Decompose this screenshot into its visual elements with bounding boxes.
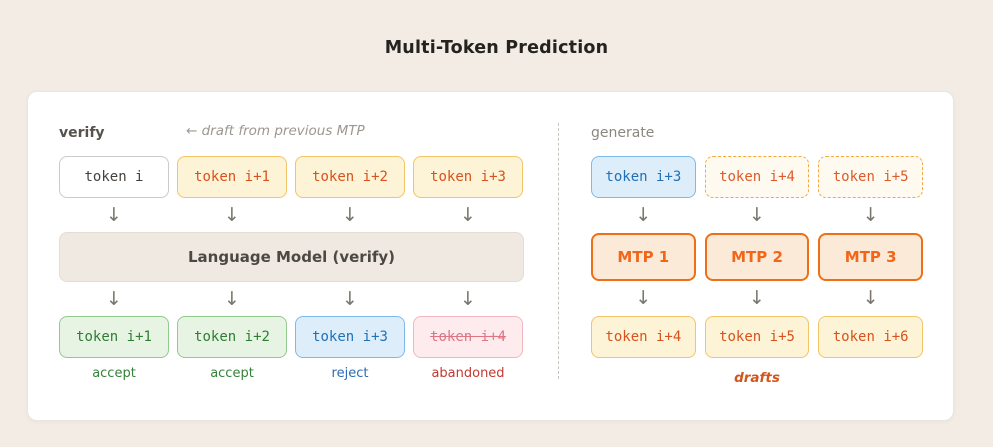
mtp-module-box: MTP 3 <box>818 233 924 281</box>
generate-output-row: token i+4 token i+5 token i+6 <box>591 316 924 358</box>
generate-section: generate token i+3 token i+4 token i+5 ↓… <box>591 122 924 386</box>
verify-arrow-row-top: ↓ ↓ ↓ ↓ <box>59 198 524 232</box>
verify-label: verify <box>59 125 105 141</box>
arrow-down-icon: ↓ <box>460 203 476 226</box>
token-box: token i+4 <box>704 156 810 198</box>
arrow-down-icon: ↓ <box>224 203 240 226</box>
verify-input-row: token i token i+1 token i+2 token i+3 <box>59 156 524 198</box>
arrow-down-icon: ↓ <box>460 287 476 310</box>
draft-annotation: ← draft from previous MTP <box>186 123 365 139</box>
arrow-down-icon: ↓ <box>862 204 879 226</box>
arrow-down-icon: ↓ <box>635 204 652 226</box>
token-box: token i <box>59 156 169 198</box>
generate-header: generate <box>591 122 923 141</box>
arrow-down-icon: ↓ <box>749 204 765 226</box>
result-label: abandoned <box>431 366 505 381</box>
arrow-down-icon: ↓ <box>635 287 652 309</box>
token-box: token i+1 <box>59 316 169 358</box>
result-label: accept <box>210 366 254 381</box>
token-box: token i+3 <box>295 316 405 358</box>
generate-arrow-row-bottom: ↓ ↓ ↓ <box>591 281 923 316</box>
section-divider <box>558 123 559 379</box>
token-box: token i+5 <box>704 316 810 358</box>
mtp-module-box: MTP 1 <box>591 233 696 281</box>
page-title: Multi-Token Prediction <box>384 38 609 58</box>
mtp-module-box: MTP 2 <box>704 233 810 281</box>
token-box: token i+3 <box>413 156 523 198</box>
generate-input-row: token i+3 token i+4 token i+5 <box>591 156 924 198</box>
generate-label: generate <box>591 125 655 141</box>
verify-header: verify ← draft from previous MTP <box>59 122 524 141</box>
token-box: token i+1 <box>177 156 287 198</box>
arrow-down-icon: ↓ <box>342 287 358 310</box>
arrow-down-icon: ↓ <box>749 287 765 309</box>
token-box: token i+5 <box>818 156 924 198</box>
arrow-down-icon: ↓ <box>106 287 122 310</box>
result-label: accept <box>92 366 136 381</box>
mtp-module-row: MTP 1 MTP 2 MTP 3 <box>591 233 924 281</box>
verify-section: verify ← draft from previous MTP token i… <box>59 122 524 381</box>
language-model-box: Language Model (verify) <box>59 232 524 282</box>
arrow-down-icon: ↓ <box>342 203 358 226</box>
token-box: token i+6 <box>818 316 924 358</box>
token-box: token i+2 <box>177 316 287 358</box>
arrow-down-icon: ↓ <box>862 287 879 309</box>
diagram-panel: verify ← draft from previous MTP token i… <box>27 91 954 421</box>
verify-result-labels: accept accept reject abandoned <box>59 366 524 381</box>
token-box: token i+4 <box>591 316 696 358</box>
arrow-down-icon: ↓ <box>224 287 240 310</box>
token-box: token i+3 <box>591 156 696 198</box>
drafts-caption: drafts <box>734 370 780 386</box>
result-label: reject <box>331 366 369 381</box>
abandoned-token-text: token i+4 <box>430 329 506 345</box>
generate-arrow-row-top: ↓ ↓ ↓ <box>591 198 923 233</box>
token-box: token i+2 <box>295 156 405 198</box>
verify-arrow-row-bottom: ↓ ↓ ↓ ↓ <box>59 282 524 316</box>
token-box: token i+4 <box>413 316 523 358</box>
arrow-down-icon: ↓ <box>106 203 122 226</box>
verify-output-row: token i+1 token i+2 token i+3 token i+4 <box>59 316 524 358</box>
